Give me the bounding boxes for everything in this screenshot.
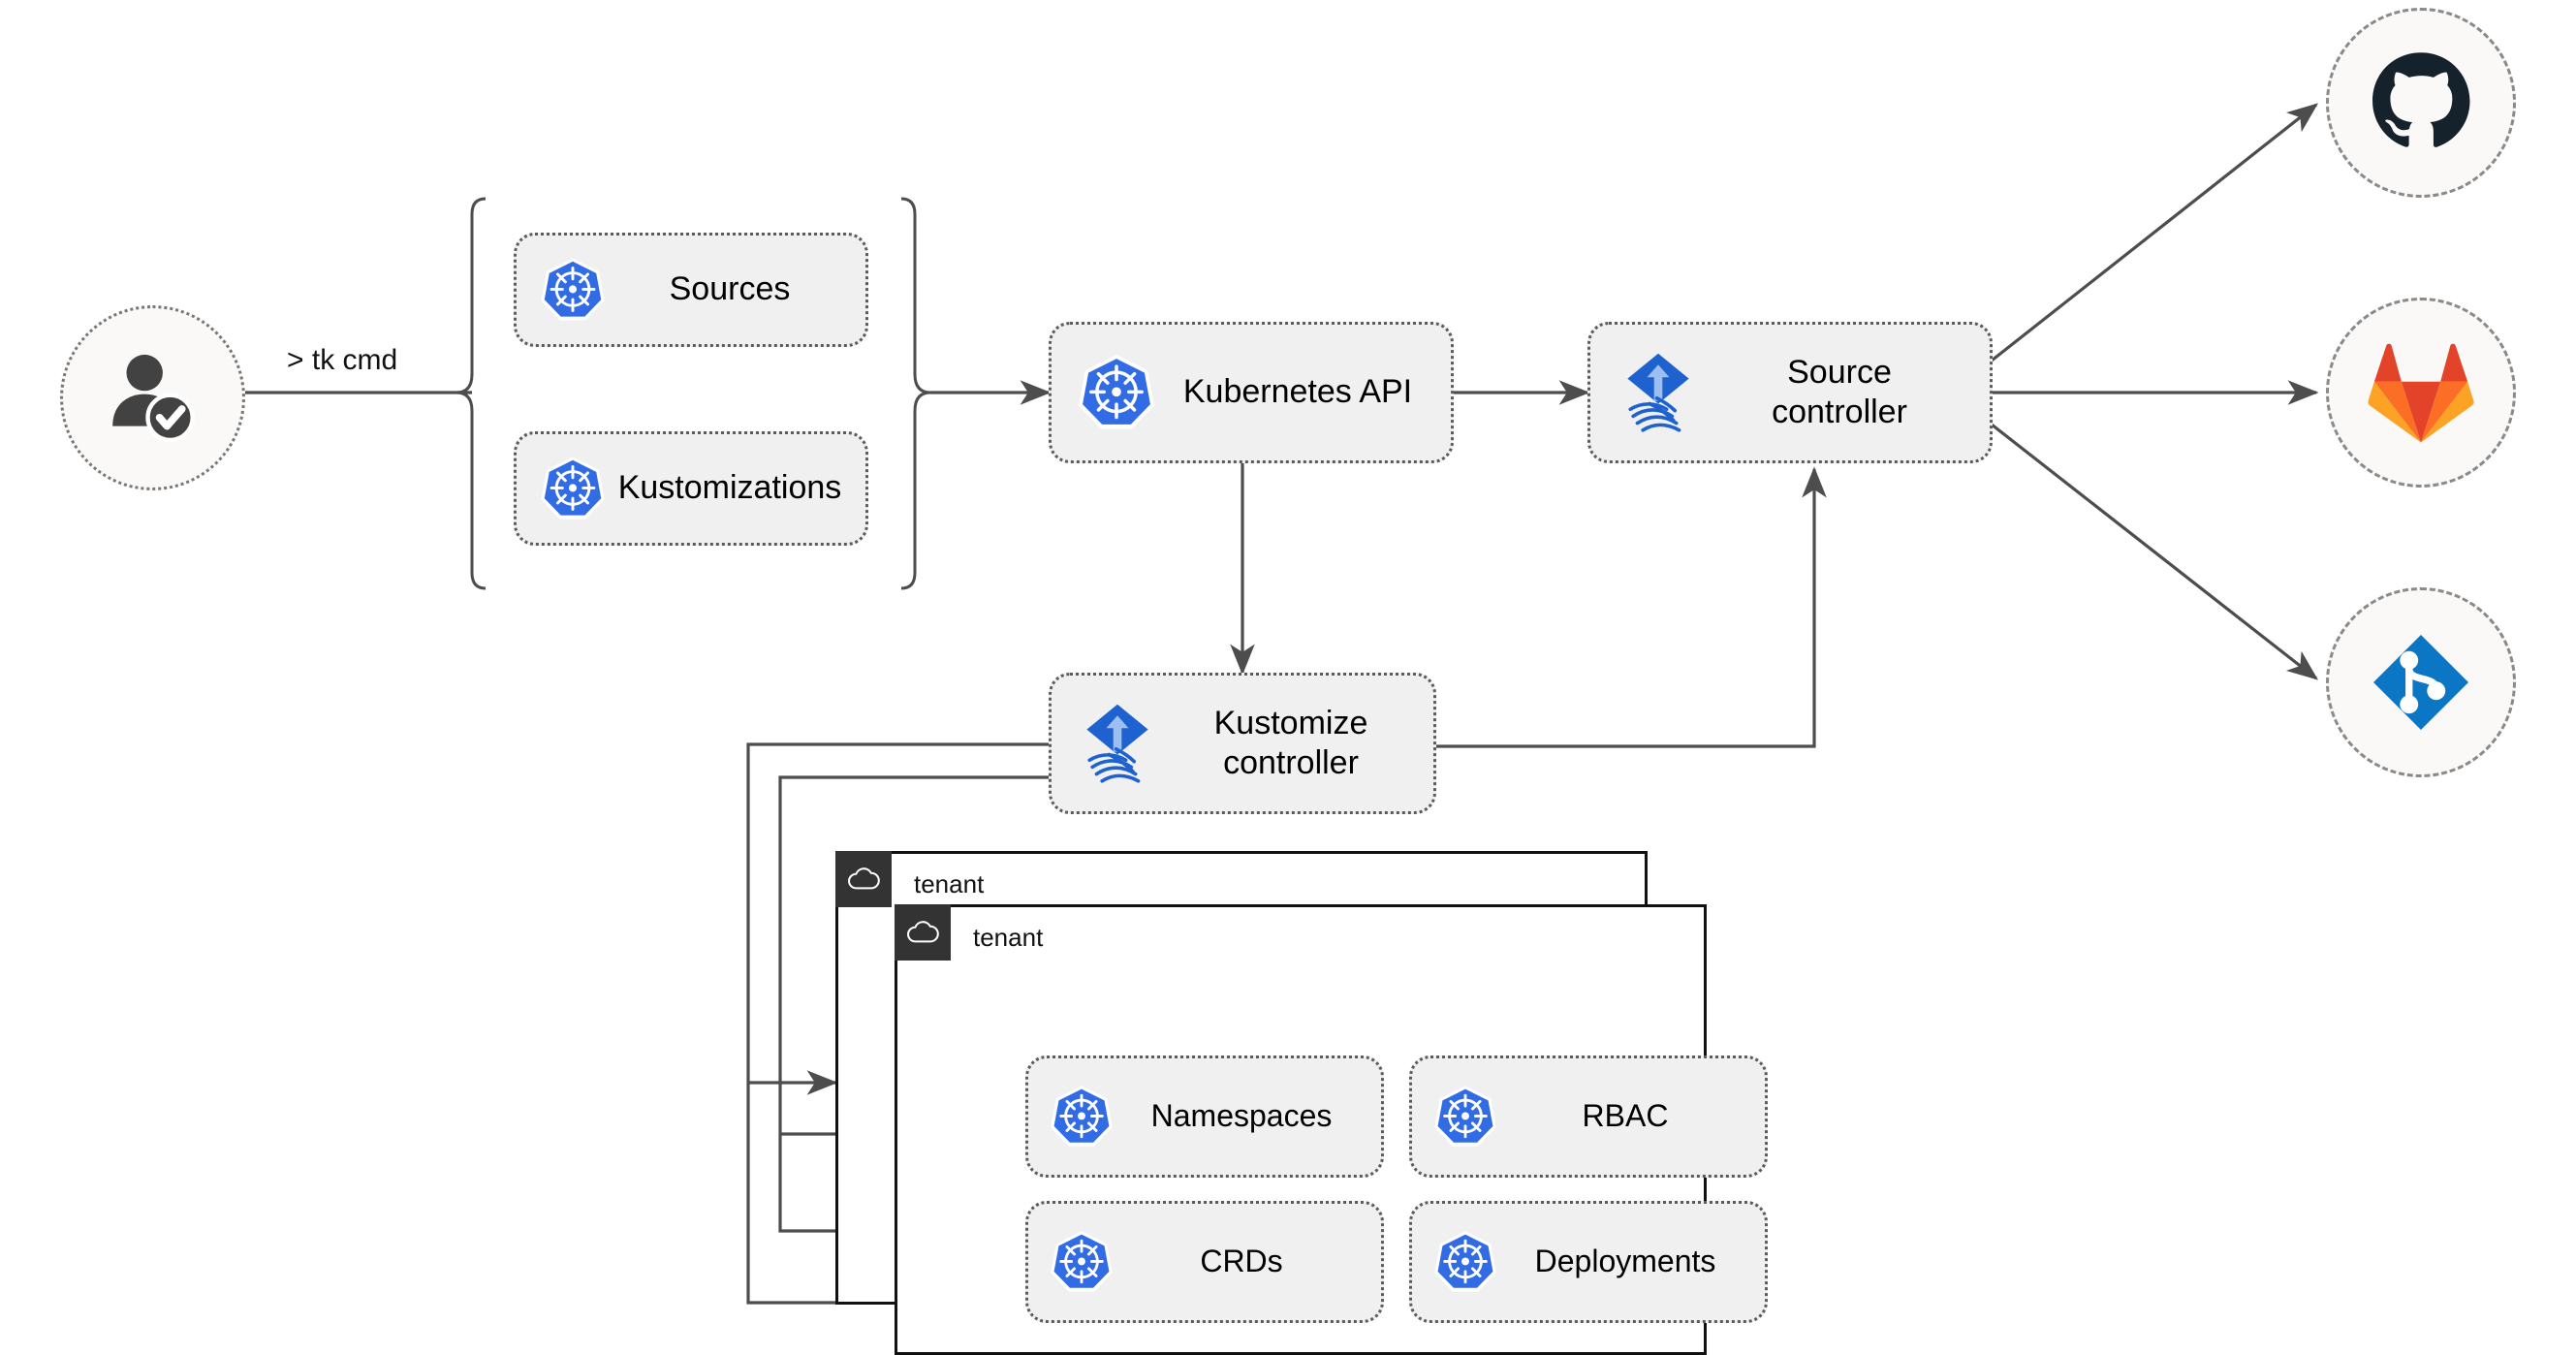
node-rbac-label: RBAC [1582, 1098, 1669, 1134]
node-crds-label: CRDs [1200, 1244, 1283, 1279]
flux-icon [1614, 348, 1703, 437]
cloud-icon [848, 867, 880, 890]
node-kubernetes-api[interactable]: Kubernetes API [1049, 322, 1454, 463]
tenant-title-1: tenant [914, 869, 985, 898]
node-namespaces[interactable]: Namespaces [1025, 1056, 1384, 1178]
kubernetes-icon [1431, 1228, 1499, 1296]
git-branch-diamond-icon [2373, 635, 2468, 730]
flux-icon [1073, 699, 1162, 788]
node-deployments[interactable]: Deployments [1409, 1201, 1768, 1323]
tenant-tab-2 [895, 904, 951, 961]
github-icon [2372, 52, 2470, 147]
node-deployments-label: Deployments [1534, 1244, 1716, 1279]
kubernetes-icon [1075, 351, 1158, 434]
tenant-panel-2[interactable]: tenant [895, 904, 1768, 1355]
node-sources[interactable]: Sources [514, 233, 868, 347]
node-namespaces-label: Namespaces [1150, 1098, 1333, 1134]
node-kubernetes-api-label: Kubernetes API [1182, 373, 1413, 411]
node-kustomizations[interactable]: Kustomizations [514, 431, 868, 546]
node-kustomizations-label: Kustomizations [617, 469, 842, 507]
kubernetes-icon [1431, 1083, 1499, 1150]
edge-source-to-github [1991, 103, 2319, 362]
tenant-tab-1 [835, 851, 892, 907]
node-crds[interactable]: CRDs [1025, 1201, 1384, 1323]
user-verified-icon [111, 354, 195, 442]
node-sources-label: Sources [669, 270, 791, 308]
node-rbac[interactable]: RBAC [1409, 1056, 1768, 1178]
node-kustomize-controller[interactable]: Kustomize controller [1049, 673, 1436, 814]
kubernetes-icon [538, 454, 608, 523]
node-source-controller-label: Source controller [1772, 353, 1907, 430]
user-actor[interactable] [60, 305, 245, 490]
provider-gitlab[interactable] [2326, 298, 2516, 488]
node-source-controller[interactable]: Source controller [1587, 322, 1993, 463]
provider-github[interactable] [2326, 8, 2516, 198]
command-edge-label: > tk cmd [287, 344, 398, 376]
tenant-title-2: tenant [973, 923, 1044, 952]
provider-azure-repos[interactable] [2326, 587, 2516, 777]
cloud-icon [907, 921, 939, 943]
kubernetes-icon [1048, 1083, 1115, 1150]
edge-source-to-azure [1991, 423, 2319, 680]
edge-kustomize-to-source-controller [1436, 466, 1827, 748]
kubernetes-icon [1048, 1228, 1115, 1296]
gitlab-icon [2368, 343, 2474, 443]
node-kustomize-controller-label: Kustomize controller [1213, 704, 1368, 781]
brace-right [900, 197, 931, 590]
brace-left [456, 197, 487, 590]
kubernetes-icon [538, 255, 608, 325]
